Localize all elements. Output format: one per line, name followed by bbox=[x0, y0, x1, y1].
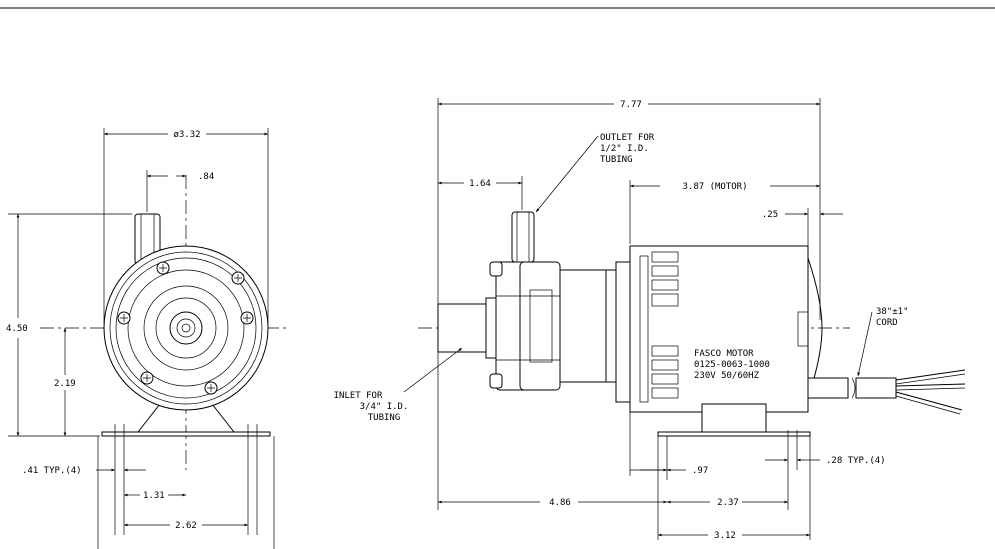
inlet-note-line2: 3/4" I.D. bbox=[360, 402, 409, 412]
motor-body bbox=[629, 245, 809, 413]
foot-offset-label: .97 bbox=[692, 466, 708, 476]
screw-icon bbox=[231, 271, 245, 285]
cord-sleeve bbox=[807, 377, 849, 399]
side-outlet-offset-label: 1.64 bbox=[469, 179, 491, 189]
foot-length-label: 3.12 bbox=[714, 531, 736, 541]
motor-label-line2: 0125-0063-1000 bbox=[694, 360, 770, 370]
base-length-label: 4.86 bbox=[549, 498, 571, 508]
screw-icon bbox=[240, 311, 254, 325]
shaft-hub bbox=[169, 311, 203, 345]
front-view: ø3.32 .84 4.50 2.19 .41 TYP.(4) 1.31 2.6… bbox=[6, 128, 290, 549]
pump-volute bbox=[519, 261, 561, 391]
outlet-note-line3: TUBING bbox=[600, 155, 633, 165]
shaft-extension-label: .25 bbox=[762, 210, 778, 220]
motor-label-line3: 230V 50/60HZ bbox=[694, 371, 760, 381]
motor-foot bbox=[701, 403, 767, 433]
side-hole-spacing-label: 2.37 bbox=[717, 498, 739, 508]
motor-endcap bbox=[807, 257, 823, 399]
cord-note-line2: CORD bbox=[876, 318, 898, 328]
front-hole-offset-label: 1.31 bbox=[143, 491, 165, 501]
screw-icon bbox=[156, 261, 170, 275]
front-foot-hole-label: .41 TYP.(4) bbox=[22, 466, 82, 476]
screw-icon bbox=[117, 311, 131, 325]
inlet-tube bbox=[437, 303, 487, 353]
inlet-note-line1: INLET FOR bbox=[334, 391, 383, 401]
side-view: FASCO MOTOR 0125-0063-1000 230V 50/60HZ … bbox=[334, 98, 966, 541]
motor-adapter bbox=[559, 269, 611, 383]
front-outlet-offset-label: .84 bbox=[198, 172, 214, 182]
front-height-label: 4.50 bbox=[6, 324, 28, 334]
screw-icon bbox=[140, 371, 154, 385]
side-base-plate bbox=[657, 431, 811, 437]
impeller-housing bbox=[143, 285, 229, 371]
inlet-note-line3: TUBING bbox=[368, 413, 401, 423]
motor-label-line1: FASCO MOTOR bbox=[694, 349, 754, 359]
screw-icon bbox=[204, 381, 218, 395]
side-foot-hole-label: .28 TYP.(4) bbox=[826, 456, 886, 466]
front-diameter-label: ø3.32 bbox=[173, 130, 200, 140]
front-center-height-label: 2.19 bbox=[54, 379, 76, 389]
outlet-tube bbox=[511, 211, 535, 263]
cord-note-line1: 38"±1" bbox=[876, 307, 909, 317]
outlet-note-line2: 1/2" I.D. bbox=[600, 144, 649, 154]
outlet-note-line1: OUTLET FOR bbox=[600, 133, 655, 143]
motor-length-label: 3.87 (MOTOR) bbox=[682, 182, 747, 192]
side-length-label: 7.77 bbox=[620, 100, 642, 110]
front-base-plate bbox=[101, 431, 271, 437]
front-hole-spacing-label: 2.62 bbox=[175, 521, 197, 531]
pump-body-outline bbox=[103, 245, 269, 411]
